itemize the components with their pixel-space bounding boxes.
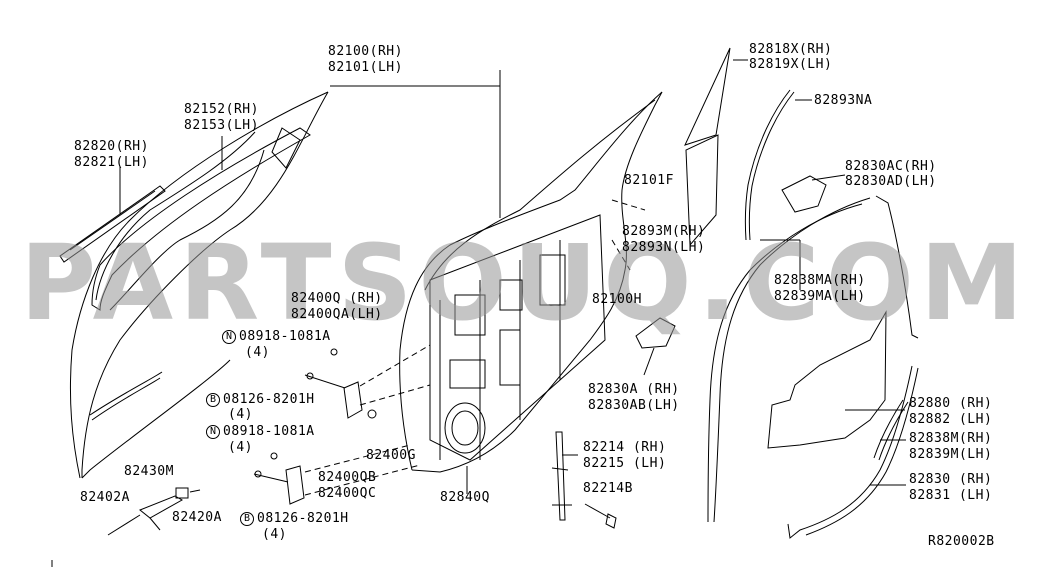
label-seal-m-rh: 82893M(RH) <box>622 224 706 239</box>
label-bracket-a-rh: 82830A (RH) <box>588 382 680 397</box>
label-bolt-a: 82402A <box>80 490 130 505</box>
label-lower-hinge-rh: 82400QB <box>318 470 377 485</box>
label-run-m-rh: 82838M(RH) <box>909 431 993 446</box>
label-channel-bolt: 82214B <box>583 481 633 496</box>
label-bolt-g: 82400G <box>366 448 416 463</box>
label-door-panel-lh: 82101(LH) <box>328 60 403 75</box>
door-glass-drawing <box>767 310 905 449</box>
label-upper-hinge-rh: 82400Q (RH) <box>291 291 383 306</box>
label-nut-b-code: 08918-1081A <box>223 424 315 439</box>
symbol-b: B <box>206 393 220 407</box>
label-fixed-glass-rh: 82818X(RH) <box>749 42 833 57</box>
label-upper-hinge-lh: 82400QA(LH) <box>291 307 383 322</box>
label-nut-a-qty: (4) <box>245 345 270 360</box>
molding-strip-drawing <box>59 166 166 263</box>
division-channel-drawing <box>551 431 617 529</box>
label-weatherstrip-ma-lh: 82839MA(LH) <box>774 289 866 304</box>
label-bolt-420a: 82420A <box>172 510 222 525</box>
label-nut-b-qty: (4) <box>228 440 253 455</box>
label-bolt-2-code: 08126-8201H <box>257 511 349 526</box>
glass-run-drawing <box>873 399 909 461</box>
plug-leader <box>611 199 646 211</box>
label-grommet-q: 82840Q <box>440 490 490 505</box>
symbol-n-2: N <box>206 425 220 439</box>
label-weatherstrip-ma-rh: 82838MA(RH) <box>774 273 866 288</box>
upper-hinge-drawing <box>304 344 431 419</box>
lower-strip-drawing <box>787 365 919 539</box>
label-sash-rh: 82152(RH) <box>184 102 259 117</box>
lower-hinge-drawing <box>253 444 421 505</box>
door-inner-panel-drawing <box>330 70 663 473</box>
label-check-link: 82430M <box>124 464 174 479</box>
sash-drawing <box>91 127 311 311</box>
label-channel-rh: 82214 (RH) <box>583 440 667 455</box>
weatherstrip-frame-drawing <box>707 195 919 523</box>
check-link-drawing <box>107 487 201 536</box>
symbol-b-2: B <box>240 512 254 526</box>
label-bolt-code: 08126-8201H <box>223 392 315 407</box>
symbol-n: N <box>222 330 236 344</box>
label-plug-f: 82101F <box>624 173 674 188</box>
label-strip-lh: 82831 (LH) <box>909 488 993 503</box>
bracket-a-drawing <box>635 317 676 376</box>
label-molding-rh: 82820(RH) <box>74 139 149 154</box>
label-seal-n-lh: 82893N(LH) <box>622 240 706 255</box>
door-outer-skin-drawing <box>69 91 329 479</box>
label-run-m-lh: 82839M(LH) <box>909 447 993 462</box>
label-channel-lh: 82215 (LH) <box>583 456 667 471</box>
label-bolt-2-qty: (4) <box>262 527 287 542</box>
label-seal-na: 82893NA <box>814 93 873 108</box>
bracket-ac-drawing <box>781 174 846 213</box>
label-nut-a-code: 08918-1081A <box>239 329 331 344</box>
label-bracket-ac-rh: 82830AC(RH) <box>845 159 937 174</box>
label-fixed-glass-lh: 82819X(LH) <box>749 57 833 72</box>
label-bracket-ab-lh: 82830AB(LH) <box>588 398 680 413</box>
label-sash-lh: 82153(LH) <box>184 118 259 133</box>
fixed-glass-drawing <box>684 47 748 247</box>
label-glass-lh: 82882 (LH) <box>909 412 993 427</box>
seal-drawing <box>744 89 812 241</box>
label-bolt-qty: (4) <box>228 407 253 422</box>
diagram-code: R820002B <box>928 534 995 549</box>
label-molding-lh: 82821(LH) <box>74 155 149 170</box>
label-strip-rh: 82830 (RH) <box>909 472 993 487</box>
label-plug-h: 82100H <box>592 292 642 307</box>
label-door-panel-rh: 82100(RH) <box>328 44 403 59</box>
label-bracket-ad-lh: 82830AD(LH) <box>845 174 937 189</box>
label-lower-hinge-lh: 82400QC <box>318 486 377 501</box>
label-glass-rh: 82880 (RH) <box>909 396 993 411</box>
plug-h-leader <box>611 239 631 271</box>
